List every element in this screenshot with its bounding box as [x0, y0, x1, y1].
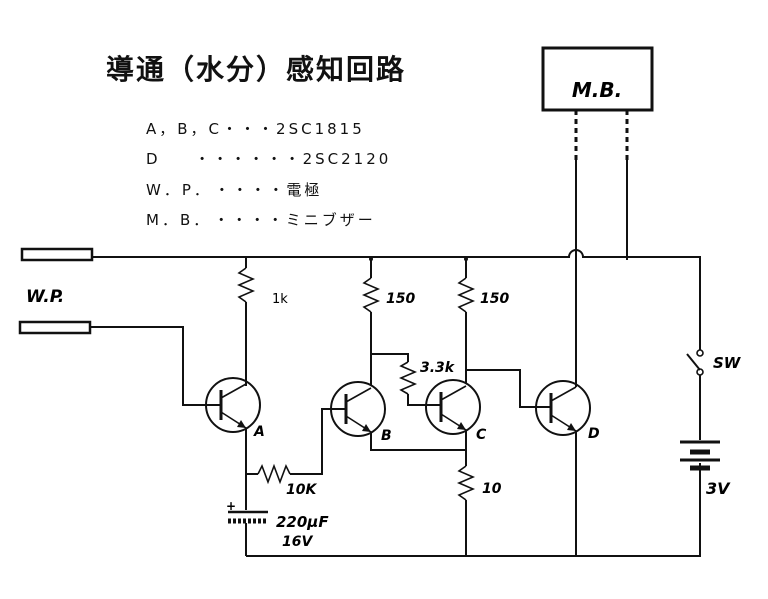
capacitor-value: 220μF: [276, 513, 329, 531]
resistor-10k-label: 10K: [286, 482, 317, 498]
buzzer-label: M.B.: [572, 78, 622, 102]
resistor-10: [456, 465, 476, 501]
resistor-10k: [257, 463, 291, 485]
transistor-b: [330, 381, 386, 437]
battery-symbol: [680, 440, 720, 478]
switch-label: SW: [713, 354, 742, 372]
wire-b-emitter: [370, 432, 466, 451]
resistor-1k: [236, 267, 256, 303]
resistor-150-c: [456, 277, 476, 313]
wire-electrode-to-a: [90, 326, 221, 406]
resistor-150-c-label: 150: [480, 291, 509, 307]
top-rail: [92, 249, 701, 350]
legend-row-transistor-d: D・・・・・・2SC2120: [146, 150, 392, 168]
resistor-3k3: [398, 361, 418, 395]
switch-symbol: [686, 349, 704, 440]
legend-row-buzzer: M．B．・・・・ミニブザー: [146, 211, 376, 229]
transistor-d-label: D: [588, 426, 600, 442]
resistor-3k3-label: 3.3k: [420, 360, 456, 376]
legend-row-electrode: W．P．・・・・電極: [146, 181, 323, 199]
transistor-c: [425, 379, 481, 435]
electrode-bottom: [18, 320, 92, 335]
wire-c-to-d: [466, 369, 540, 408]
transistor-b-label: B: [381, 428, 392, 444]
electrode-top: [20, 247, 94, 262]
buzzer-box: [541, 46, 654, 112]
resistor-10-label: 10: [482, 481, 502, 497]
battery-label: 3V: [706, 479, 731, 498]
transistor-a-label: A: [253, 424, 265, 440]
resistor-150-b-label: 150: [386, 291, 415, 307]
resistor-1k-label: 1k: [272, 292, 288, 307]
bottom-rail: [246, 463, 701, 557]
capacitor-polarity: +: [226, 499, 236, 513]
electrode-label: W.P.: [26, 287, 64, 307]
page-title: 導通（水分）感知回路: [106, 53, 407, 86]
resistor-150-b: [361, 277, 381, 313]
legend-row-transistors-abc: A，B，C・・・2SC1815: [146, 120, 365, 138]
capacitor-voltage: 16V: [282, 534, 313, 550]
transistor-c-label: C: [476, 427, 487, 443]
